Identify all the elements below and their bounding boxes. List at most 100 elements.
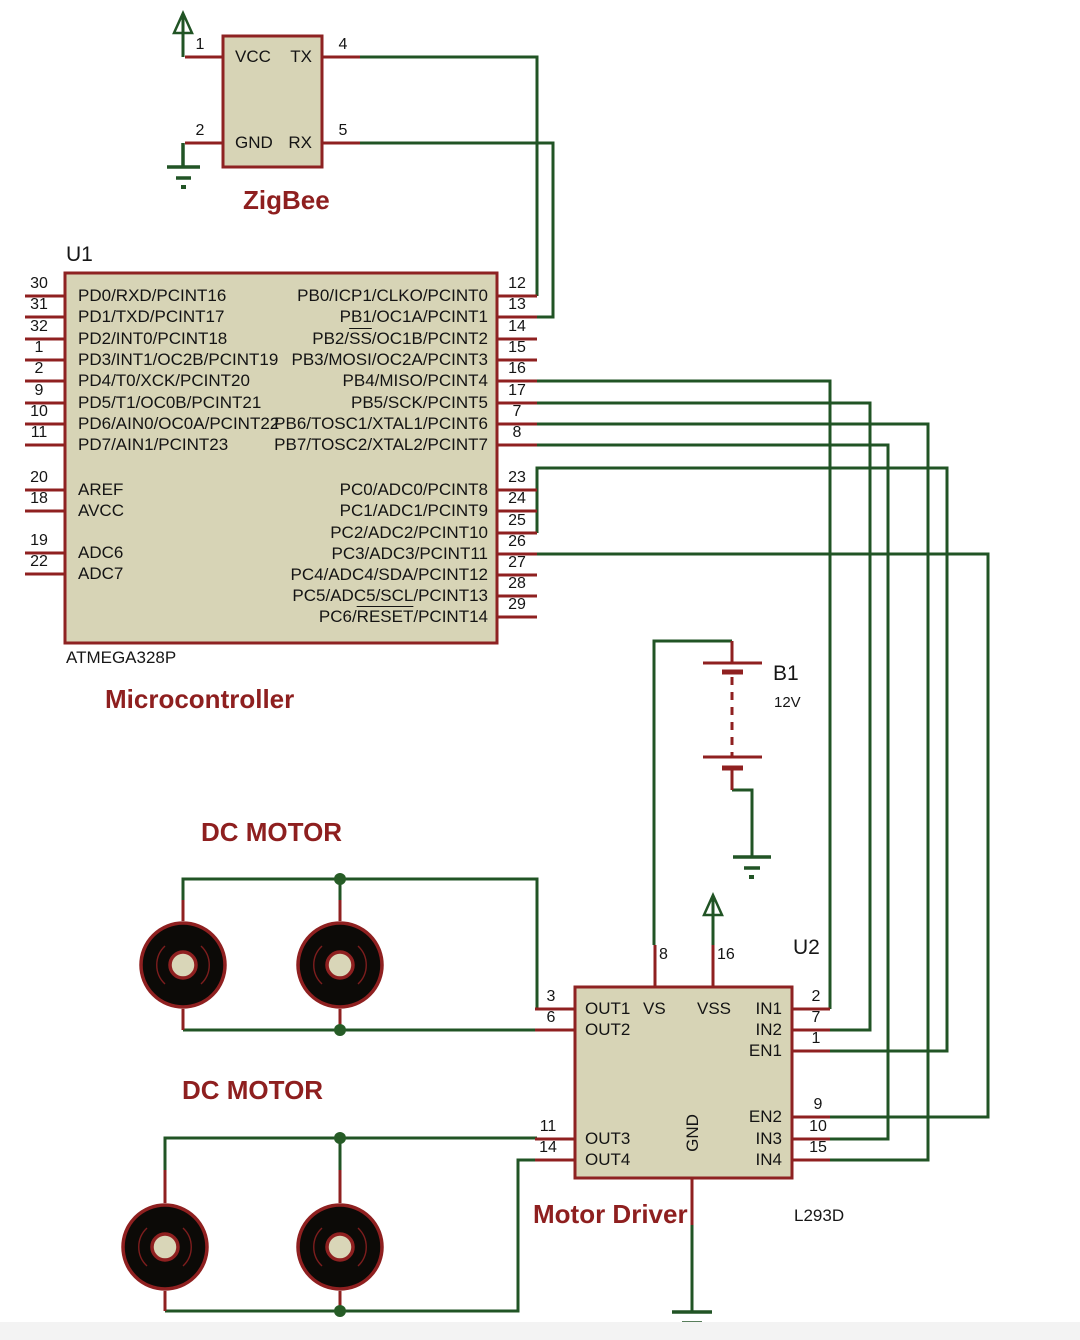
- wire-zigbee-rx-pb1: [360, 141, 555, 319]
- pin-label: IN3: [755, 1129, 782, 1148]
- pin-number: 20: [30, 469, 48, 486]
- pin-number: 9: [813, 1096, 823, 1113]
- power-arrow-vss: [702, 891, 724, 945]
- wire-battery-vs: [652, 639, 732, 945]
- pin-number: 10: [809, 1118, 827, 1135]
- pin-label-vss: VSS: [697, 999, 732, 1018]
- battery-refdes: B1: [773, 662, 799, 685]
- battery-value: 12V: [774, 694, 801, 711]
- pin-label: PD2/INT0/PCINT18: [78, 329, 228, 348]
- pin-label: PD7/AIN1/PCINT23: [78, 435, 229, 454]
- battery-symbol: [703, 641, 762, 790]
- pin-number: 11: [30, 424, 48, 441]
- pin-number: 19: [30, 532, 48, 549]
- wire-motors2-top: [163, 1136, 537, 1170]
- pin-label: PB3/MOSI/OC2A/PCINT3: [291, 350, 489, 369]
- pin-label: PC4/ADC4/SDA/PCINT12: [290, 565, 488, 584]
- pin-number: 2: [195, 122, 205, 139]
- dc-motor-2b: [296, 1203, 384, 1291]
- u2-body: [573, 985, 794, 1180]
- pin-label: PD4/T0/XCK/PCINT20: [78, 371, 250, 390]
- pin-label: PD6/AIN0/OC0A/PCINT22: [78, 414, 280, 433]
- wire-pc3-en2: [537, 552, 990, 1119]
- pin-label: OUT1: [585, 999, 631, 1018]
- pin-number: 2: [811, 988, 821, 1005]
- wire-battery-gnd: [732, 788, 754, 857]
- pin-number: 7: [512, 403, 522, 420]
- pin-number: 30: [30, 275, 48, 292]
- pin-number: 1: [811, 1030, 821, 1047]
- pin-label: OUT4: [585, 1150, 631, 1169]
- pin-number: 22: [30, 553, 48, 570]
- pin-number: 4: [338, 36, 348, 53]
- pin-number-vss: 16: [717, 946, 735, 963]
- dc-motor-title-1: DC MOTOR: [201, 817, 343, 847]
- dc-motor-title-2: DC MOTOR: [182, 1075, 324, 1105]
- u1-title: Microcontroller: [105, 684, 295, 714]
- pin-label: RX: [288, 133, 312, 152]
- pin-number: 16: [508, 360, 526, 377]
- pin-label: PB4/MISO/PCINT4: [342, 371, 488, 390]
- dc-motor-1b: [296, 921, 384, 1009]
- pin-number: 17: [508, 382, 526, 399]
- bottom-strip: [0, 1322, 1080, 1340]
- pin-label: OUT2: [585, 1020, 631, 1039]
- pin-label: GND: [235, 133, 273, 152]
- u2-title: Motor Driver: [533, 1199, 688, 1229]
- pin-label: EN2: [748, 1107, 782, 1126]
- pin-label: PD3/INT1/OC2B/PCINT19: [78, 350, 279, 369]
- pin-label: IN2: [755, 1020, 782, 1039]
- pin-number: 3: [546, 988, 556, 1005]
- pin-number: 14: [539, 1139, 557, 1156]
- pin-number: 15: [508, 339, 526, 356]
- junction-dots: [334, 873, 346, 1317]
- pin-number: 32: [30, 318, 48, 335]
- pin-label: PC2/ADC2/PCINT10: [330, 523, 488, 542]
- pin-number: 24: [508, 490, 526, 507]
- wire-pb6-in4: [537, 422, 930, 1162]
- pin-label: PC3/ADC3/PCINT11: [331, 544, 488, 563]
- pin-number: 18: [30, 490, 48, 507]
- pin-number: 11: [539, 1118, 557, 1135]
- pin-number: 29: [508, 596, 526, 613]
- pin-number: 14: [508, 318, 526, 335]
- pin-number: 7: [811, 1009, 821, 1026]
- ground-battery: [733, 855, 771, 879]
- pin-label: PB0/ICP1/CLKO/PCINT0: [297, 286, 488, 305]
- pin-number: 8: [512, 424, 522, 441]
- pin-label: ADC6: [78, 543, 124, 562]
- power-arrow-zigbee: [172, 9, 194, 57]
- pin-label: VCC: [235, 47, 271, 66]
- pin-label: PB7/TOSC2/XTAL2/PCINT7: [274, 435, 488, 454]
- pin-label: PB5/SCK/PCINT5: [351, 393, 488, 412]
- dc-motor-1a: [139, 921, 227, 1009]
- pin-label: IN1: [755, 999, 782, 1018]
- pin-label: PD5/T1/OC0B/PCINT21: [78, 393, 262, 412]
- wire-zigbee-tx-pb0: [360, 55, 539, 296]
- pin-label: PC5/ADC5/SCL/PCINT13: [292, 586, 488, 605]
- pin-number: 6: [546, 1009, 556, 1026]
- pin-label: ADC7: [78, 564, 124, 583]
- pin-stubs: [25, 55, 830, 1162]
- u1-refdes: U1: [66, 243, 93, 266]
- pin-label-gnd: GND: [683, 1114, 702, 1152]
- u2-refdes: U2: [793, 936, 820, 959]
- pin-number: 10: [30, 403, 48, 420]
- pin-label: PC0/ADC0/PCINT8: [339, 480, 488, 499]
- pin-number: 28: [508, 575, 526, 592]
- wire-pb7-in3: [537, 443, 890, 1141]
- pin-label: OUT3: [585, 1129, 631, 1148]
- pin-label: PB1/OC1A/PCINT1: [339, 307, 488, 326]
- pin-label: PB2/SS/OC1B/PCINT2: [312, 329, 488, 348]
- pin-number: 26: [508, 533, 526, 550]
- pin-number: 15: [809, 1139, 827, 1156]
- pin-number: 1: [195, 36, 205, 53]
- pin-number: 13: [508, 296, 526, 313]
- pin-number-vs: 8: [659, 946, 668, 963]
- wire-pb4-in1: [537, 379, 832, 1009]
- pin-number: 5: [338, 122, 348, 139]
- pin-label: PD1/TXD/PCINT17: [78, 307, 225, 326]
- pin-number: 31: [30, 296, 48, 313]
